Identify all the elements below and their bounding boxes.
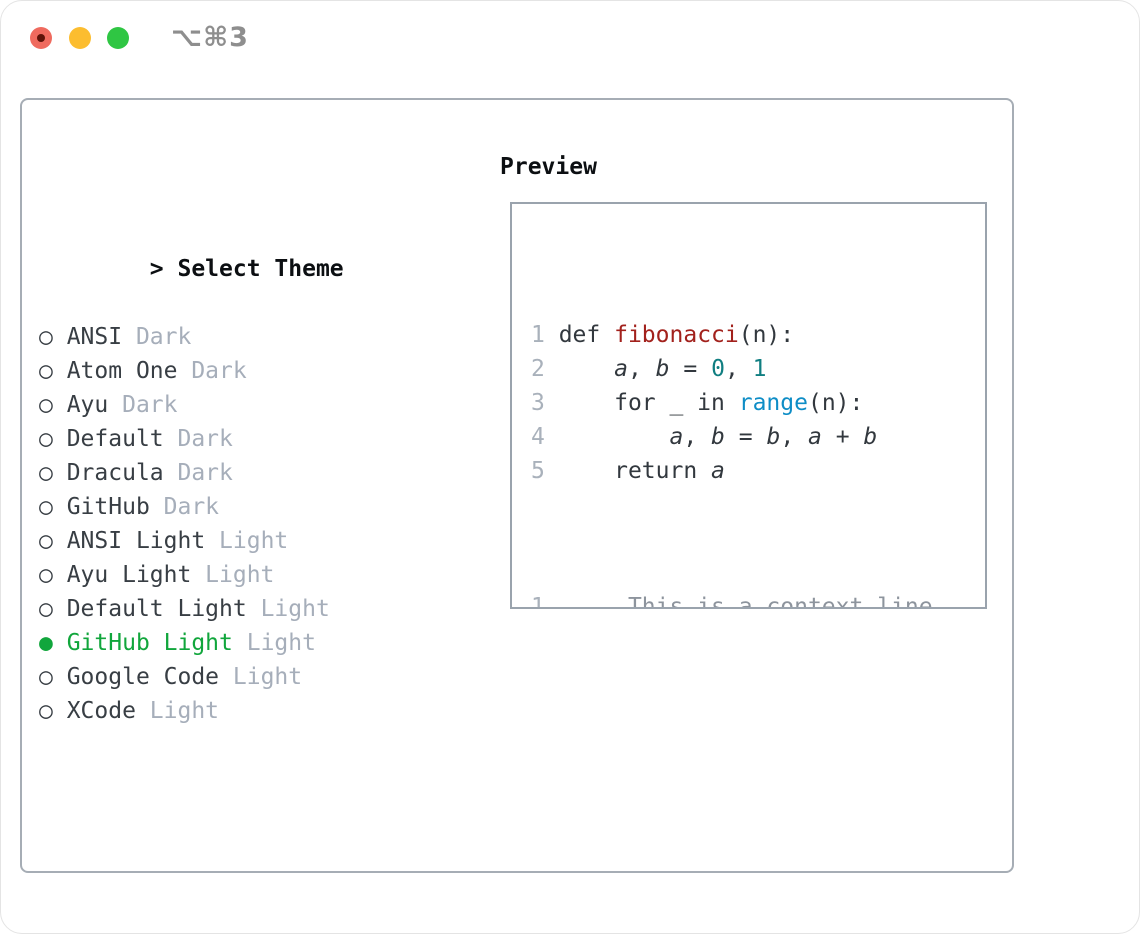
- option-label: Atom One: [66, 358, 178, 384]
- theme-option[interactable]: ○ ANSI Light Light: [39, 524, 489, 558]
- theme-variant-tag: Light: [149, 698, 220, 724]
- theme-option[interactable]: ○ GitHub Dark: [39, 490, 489, 524]
- theme-option[interactable]: ○ Google Code Light: [39, 660, 489, 694]
- code-line: 3 for _ in range(n):: [531, 390, 864, 416]
- diff-line: 1 This is a context line.: [531, 590, 977, 609]
- option-label: Dracula: [66, 460, 164, 486]
- radio-unselected-icon: ○: [39, 460, 53, 486]
- radio-unselected-icon: ○: [39, 528, 53, 554]
- theme-option[interactable]: ● GitHub Light Light: [39, 626, 489, 660]
- option-label: ANSI: [66, 324, 123, 350]
- radio-selected-icon: ●: [39, 630, 53, 656]
- minimize-button[interactable]: [69, 27, 91, 49]
- theme-variant-tag: Dark: [191, 358, 247, 384]
- select-theme-header: > Select Theme: [39, 218, 489, 282]
- close-dot-icon: [37, 34, 45, 42]
- theme-variant-tag: Dark: [135, 324, 192, 350]
- diff-preview-block: 1 This is a context line.2 - This line w…: [531, 590, 977, 609]
- theme-option[interactable]: ○ Ayu Light Light: [39, 558, 489, 592]
- radio-unselected-icon: ○: [39, 426, 53, 452]
- line-number: 2: [531, 356, 545, 382]
- radio-unselected-icon: ○: [39, 392, 53, 418]
- theme-variant-tag: Light: [205, 562, 275, 588]
- line-number: 4: [531, 424, 545, 450]
- radio-unselected-icon: ○: [39, 324, 53, 350]
- option-label: Default: [66, 426, 164, 452]
- code-preview-block: 1 def fibonacci(n): 2 a, b = 0, 1 3 for _ …: [531, 318, 977, 488]
- radio-unselected-icon: ○: [39, 562, 53, 588]
- theme-option[interactable]: ○ Default Light Light: [39, 592, 489, 626]
- line-number: 1: [531, 322, 545, 348]
- theme-option[interactable]: ○ ANSI Dark: [39, 320, 489, 354]
- option-label: ANSI Light: [66, 528, 206, 554]
- radio-unselected-icon: ○: [39, 494, 53, 520]
- theme-option[interactable]: ○ Default Dark: [39, 422, 489, 456]
- option-label: XCode: [66, 698, 136, 724]
- theme-option[interactable]: ○ Ayu Dark: [39, 388, 489, 422]
- preview-title: Preview: [500, 154, 597, 180]
- code-line: 5 return a: [531, 458, 725, 484]
- theme-variant-tag: Dark: [177, 426, 233, 452]
- radio-unselected-icon: ○: [39, 358, 53, 384]
- theme-variant-tag: Light: [219, 528, 289, 554]
- theme-variant-tag: Dark: [163, 494, 220, 520]
- apply-to-section: Apply To ●User Settings○Workspace Settin…: [39, 864, 489, 933]
- theme-variant-tag: Dark: [177, 460, 233, 486]
- preview-box: 1 def fibonacci(n): 2 a, b = 0, 1 3 for _ …: [510, 202, 987, 609]
- code-line: 4 a, b = b, a + b: [531, 424, 878, 450]
- option-label: Ayu Light: [66, 562, 192, 588]
- prompt-icon: >: [149, 256, 164, 282]
- option-label: GitHub: [66, 494, 150, 520]
- theme-option[interactable]: ○ Dracula Dark: [39, 456, 489, 490]
- zoom-button[interactable]: [107, 27, 129, 49]
- option-label: Google Code: [66, 664, 220, 690]
- radio-unselected-icon: ○: [39, 664, 53, 690]
- radio-unselected-icon: ○: [39, 596, 53, 622]
- code-line: 2 a, b = 0, 1: [531, 356, 767, 382]
- radio-unselected-icon: ○: [39, 698, 53, 724]
- theme-option[interactable]: ○ Atom One Dark: [39, 354, 489, 388]
- select-theme-title: Select Theme: [177, 256, 344, 282]
- theme-option[interactable]: ○ XCode Light: [39, 694, 489, 728]
- line-number: 1: [531, 594, 545, 609]
- code-line: 1 def fibonacci(n):: [531, 322, 795, 348]
- theme-variant-tag: Dark: [122, 392, 178, 418]
- titlebar: ⌥⌘3: [1, 1, 1139, 76]
- option-label: Default Light: [66, 596, 247, 622]
- line-number: 3: [531, 390, 545, 416]
- line-number: 5: [531, 458, 545, 484]
- window-title: ⌥⌘3: [171, 22, 249, 53]
- close-button[interactable]: [30, 27, 52, 49]
- theme-variant-tag: Light: [260, 596, 330, 622]
- theme-variant-tag: Light: [246, 630, 316, 656]
- theme-variant-tag: Light: [232, 664, 303, 690]
- option-label: GitHub Light: [66, 630, 233, 656]
- option-label: Ayu: [66, 392, 109, 418]
